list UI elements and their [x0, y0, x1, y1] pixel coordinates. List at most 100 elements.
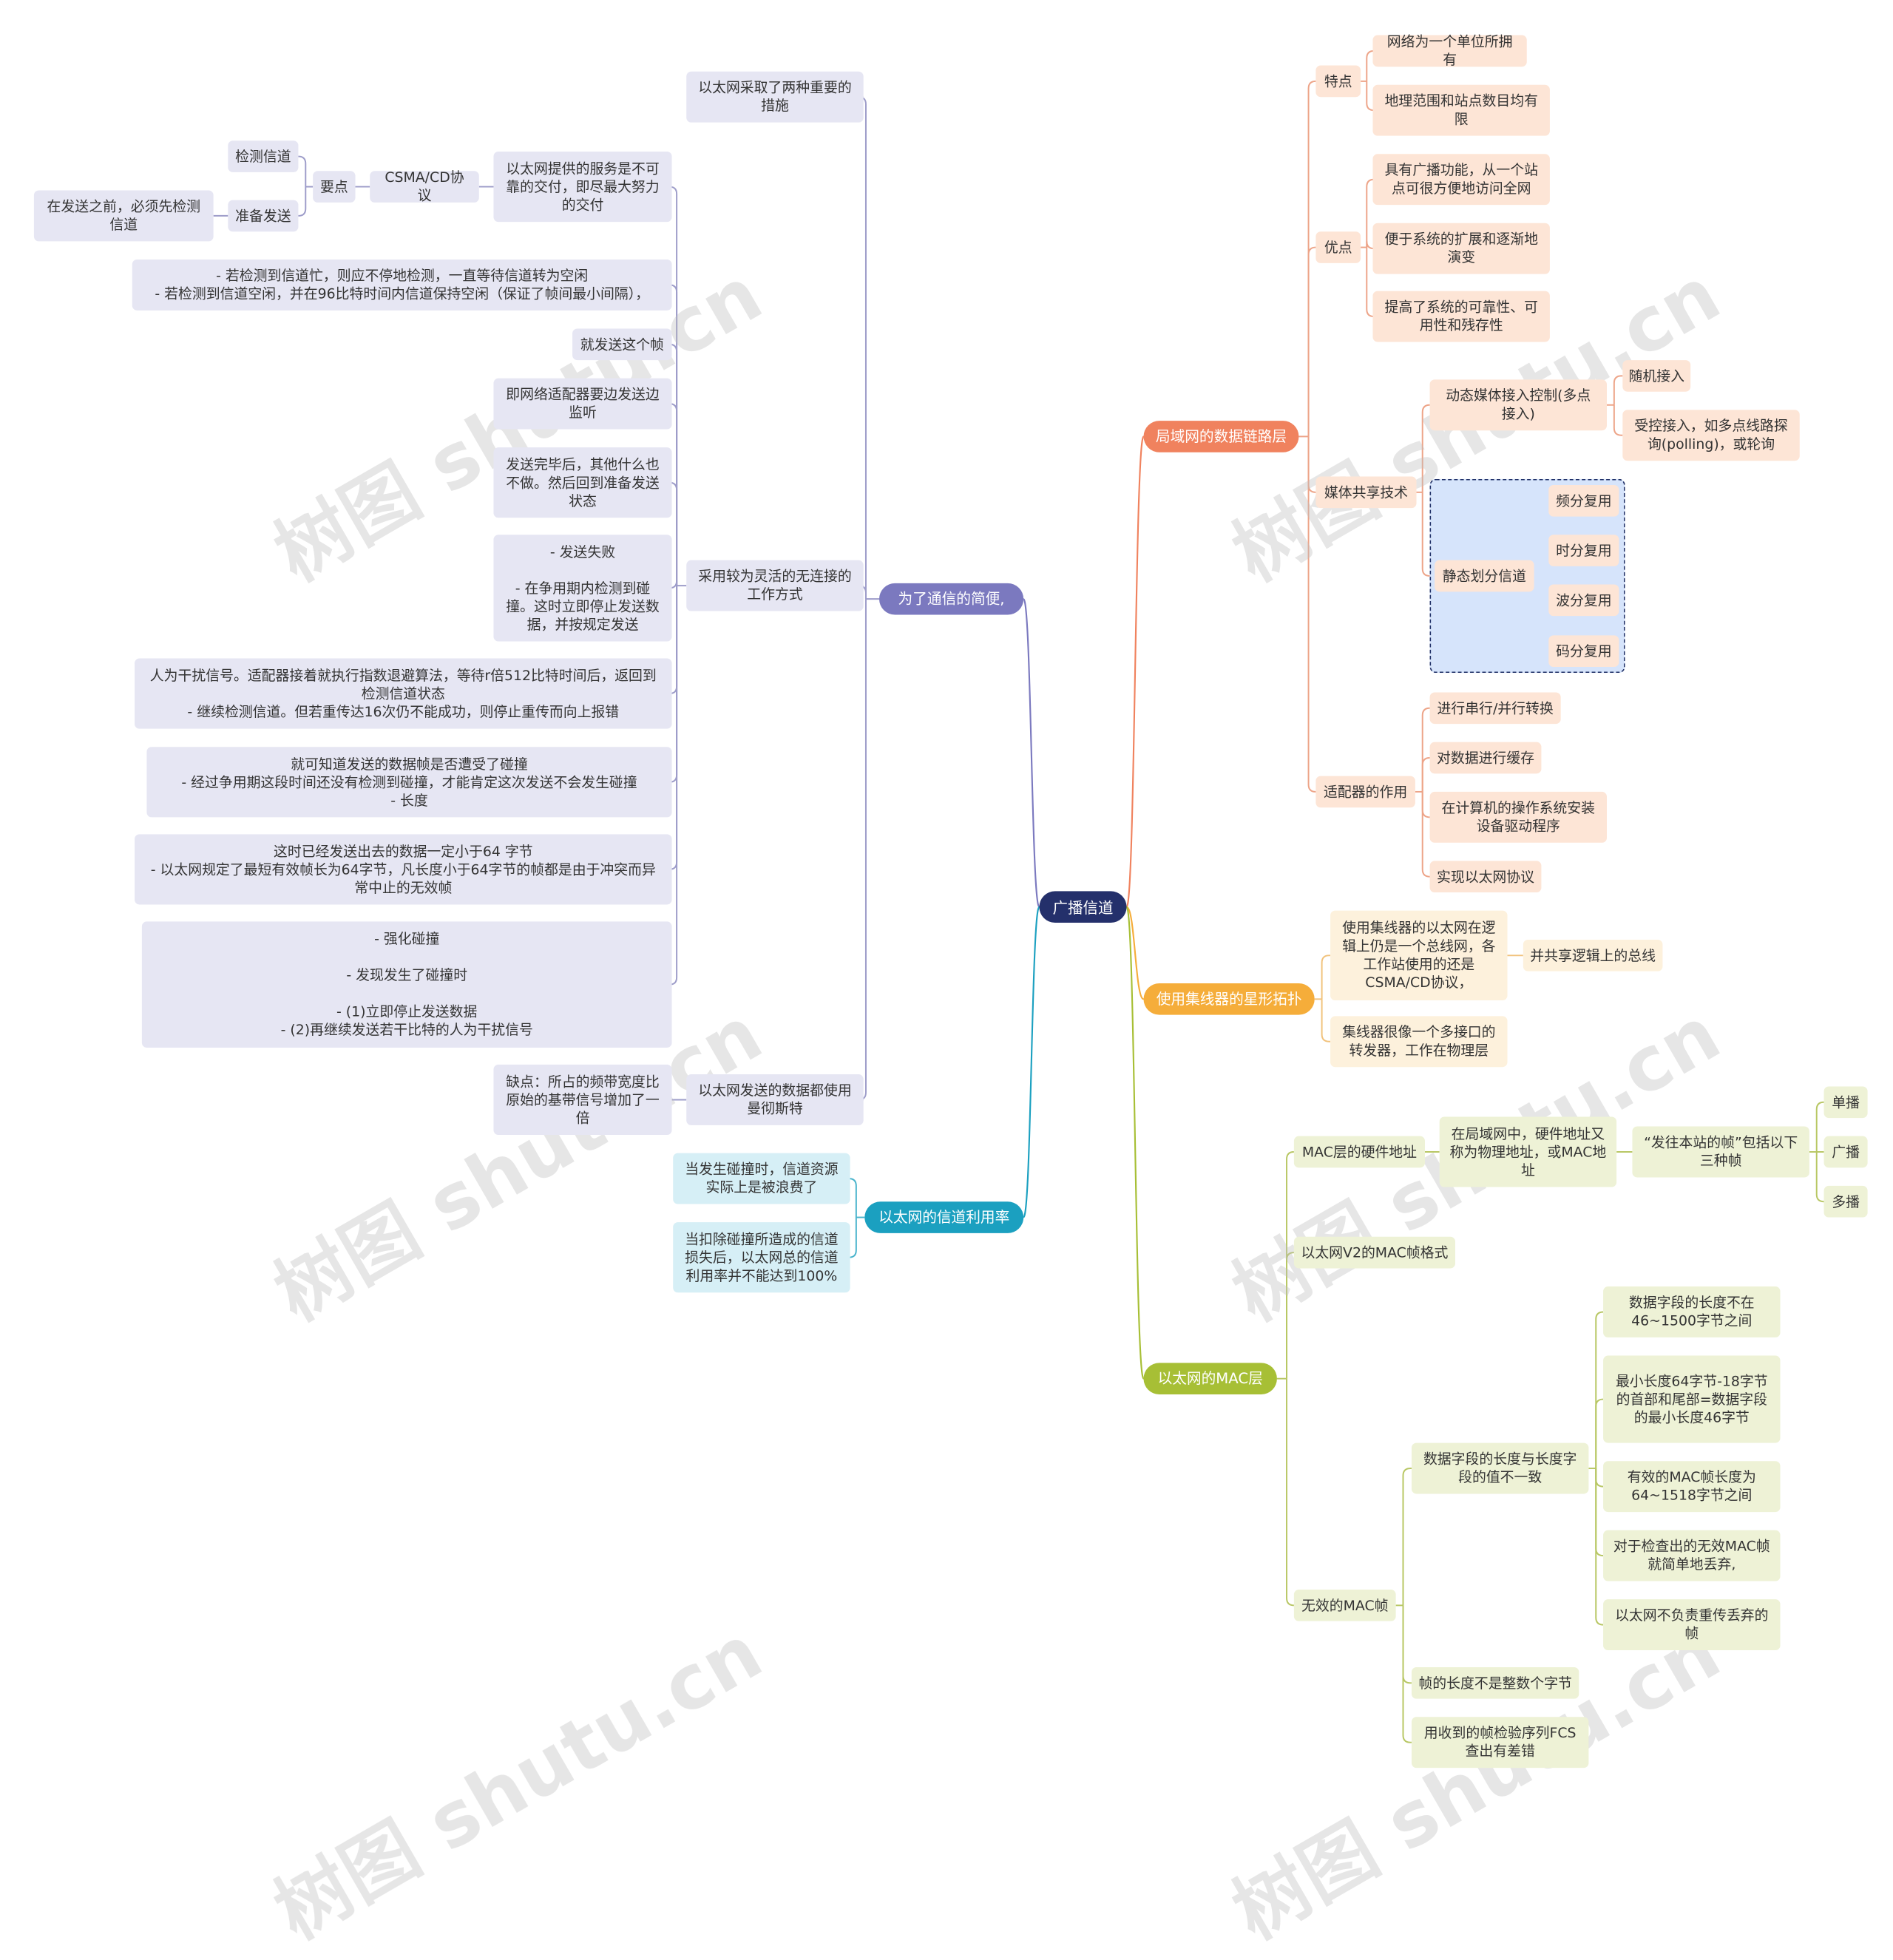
node-adapter-buffer[interactable]: 对数据进行缓存 — [1429, 742, 1542, 774]
connector — [1402, 1605, 1412, 1684]
connector — [1421, 492, 1430, 577]
connector — [859, 96, 867, 600]
node-valid-frame-length[interactable]: 有效的MAC帧长度为64~1518字节之间 — [1603, 1461, 1781, 1513]
connector — [1421, 791, 1430, 878]
connector — [1321, 999, 1331, 1042]
branch-simple-communication[interactable]: 为了通信的简便, — [879, 583, 1024, 615]
node-fcs-error[interactable]: 用收到的帧检验序列FCS查出有差错 — [1411, 1717, 1589, 1769]
connector — [1023, 906, 1040, 1218]
connector — [1421, 757, 1430, 792]
connector — [1815, 1151, 1824, 1203]
node-advantages[interactable]: 优点 — [1315, 231, 1361, 263]
node-tdm[interactable]: 时分复用 — [1548, 535, 1619, 566]
node-media-sharing[interactable]: 媒体共享技术 — [1315, 476, 1417, 509]
node-manchester[interactable]: 以太网发送的数据都使用曼彻斯特 — [686, 1074, 864, 1125]
node-detect-before-send[interactable]: 在发送之前，必须先检测信道 — [33, 190, 214, 242]
connector — [1595, 1468, 1604, 1488]
node-adapter-role[interactable]: 适配器的作用 — [1315, 776, 1415, 808]
node-hub-multiport[interactable]: 集线器很像一个多接口的转发器，工作在物理层 — [1330, 1016, 1508, 1068]
connector — [1286, 1378, 1294, 1607]
node-connectionless[interactable]: 采用较为灵活的无连接的工作方式 — [686, 560, 864, 611]
node-unicast[interactable]: 单播 — [1823, 1086, 1868, 1119]
connector — [1125, 906, 1145, 1380]
node-adapter-serial[interactable]: 进行串行/并行转换 — [1429, 692, 1561, 725]
connector — [1613, 404, 1623, 436]
connector — [1402, 1605, 1412, 1743]
connector — [1613, 375, 1623, 405]
connector — [859, 599, 867, 1101]
node-no-retransmit[interactable]: 以太网不负责重传丢弃的帧 — [1603, 1599, 1781, 1651]
node-shared-bus[interactable]: 并共享逻辑上的总线 — [1523, 940, 1663, 971]
node-physical-address[interactable]: 在局域网中，硬件地址又称为物理地址，或MAC地址 — [1439, 1116, 1617, 1187]
node-adv-reliability[interactable]: 提高了系统的可靠性、可用性和残存性 — [1372, 291, 1550, 342]
node-controlled-access[interactable]: 受控接入，如多点线路探询(polling)，或轮询 — [1622, 410, 1800, 461]
node-send-frame[interactable]: 就发送这个帧 — [572, 328, 672, 361]
node-static-channel[interactable]: 静态划分信道 — [1435, 560, 1534, 592]
node-dynamic-access[interactable]: 动态媒体接入控制(多点接入) — [1429, 379, 1607, 431]
branch-channel-utilization[interactable]: 以太网的信道利用率 — [864, 1201, 1024, 1233]
connector — [1595, 1398, 1604, 1469]
node-multicast[interactable]: 多播 — [1823, 1185, 1868, 1218]
node-adv-broadcast[interactable]: 具有广播功能，从一个站点可很方便地访问全网 — [1372, 154, 1550, 206]
node-resource-wasted[interactable]: 当发生碰撞时，信道资源实际上是被浪费了 — [673, 1153, 850, 1204]
node-detect-channel[interactable]: 检测信道 — [228, 140, 299, 172]
connector — [298, 155, 307, 187]
connector — [1307, 80, 1316, 437]
node-adapter-protocol[interactable]: 实现以太网协议 — [1429, 861, 1542, 893]
connector — [1125, 906, 1145, 1000]
node-after-send[interactable]: 发送完毕后，其他什么也不做。然后回到准备发送状态 — [493, 447, 672, 518]
connector — [1402, 1468, 1412, 1606]
node-fdm[interactable]: 频分复用 — [1548, 485, 1619, 517]
connector — [1595, 1468, 1604, 1626]
node-csma-cd[interactable]: CSMA/CD协议 — [370, 169, 479, 204]
node-jam-backoff[interactable]: 人为干扰信号。适配器接着就执行指数退避算法，等待r倍512比特时间后，返回到检测… — [135, 658, 672, 729]
node-hub-logical-bus[interactable]: 使用集线器的以太网在逻辑上仍是一个总线网，各工作站使用的还是CSMA/CD协议， — [1330, 910, 1508, 1000]
connector — [298, 186, 307, 217]
node-min-frame-length[interactable]: 这时已经发送出去的数据一定小于64 字节 - 以太网规定了最短有效帧长为64字节… — [135, 834, 672, 905]
node-contention-period[interactable]: 就可知道发送的数据帧是否遭受了碰撞 - 经过争用期这段时间还没有检测到碰撞，才能… — [146, 747, 672, 818]
node-feature-owned[interactable]: 网络为一个单位所拥有 — [1372, 33, 1527, 68]
node-random-access[interactable]: 随机接入 — [1622, 360, 1691, 392]
branch-lan-data-link[interactable]: 局域网的数据链路层 — [1143, 421, 1299, 452]
node-broadcast[interactable]: 广播 — [1823, 1136, 1868, 1168]
connector — [1595, 1311, 1604, 1469]
node-invalid-mac-frame[interactable]: 无效的MAC帧 — [1293, 1590, 1396, 1621]
node-v2-frame-format[interactable]: 以太网V2的MAC帧格式 — [1293, 1236, 1455, 1269]
node-features[interactable]: 特点 — [1315, 65, 1361, 98]
node-bandwidth-drawback[interactable]: 缺点：所占的频带宽度比原始的基带信号增加了一倍 — [493, 1064, 672, 1136]
node-cdm[interactable]: 码分复用 — [1548, 635, 1619, 667]
branch-ethernet-mac[interactable]: 以太网的MAC层 — [1143, 1363, 1277, 1394]
root-node[interactable]: 广播信道 — [1039, 891, 1127, 923]
connector — [1421, 791, 1430, 818]
connector — [1421, 404, 1430, 492]
node-hardware-address[interactable]: MAC层的硬件地址 — [1293, 1136, 1425, 1168]
node-listen-while-sending[interactable]: 即网络适配器要边发送边监听 — [493, 378, 672, 430]
node-wdm[interactable]: 波分复用 — [1548, 584, 1619, 617]
node-reinforce-collision[interactable]: - 强化碰撞 - 发现发生了碰撞时 - (1)立即停止发送数据 - (2)再继续… — [141, 921, 672, 1048]
connector — [1307, 436, 1316, 793]
node-adapter-driver[interactable]: 在计算机的操作系统安装设备驱动程序 — [1429, 791, 1607, 843]
node-send-fail[interactable]: - 发送失败 - 在争用期内检测到碰撞。这时立即停止发送数据，并按规定发送 — [493, 535, 672, 642]
connector — [1815, 1101, 1824, 1152]
node-best-effort-service[interactable]: 以太网提供的服务是不可靠的交付，即尽最大努力的交付 — [493, 152, 672, 223]
node-adv-expand[interactable]: 便于系统的扩展和逐渐地演变 — [1372, 223, 1550, 274]
node-prepare-send[interactable]: 准备发送 — [228, 200, 299, 232]
connector — [1125, 435, 1145, 908]
node-key-points[interactable]: 要点 — [313, 171, 356, 203]
node-three-frame-types[interactable]: “发往本站的帧”包括以下三种帧 — [1632, 1126, 1809, 1178]
node-length-mismatch[interactable]: 数据字段的长度与长度字段的值不一致 — [1411, 1442, 1589, 1494]
connector — [1307, 246, 1316, 437]
node-discard-invalid[interactable]: 对于检查出的无效MAC帧就简单地丢弃, — [1603, 1530, 1781, 1581]
connector — [1023, 598, 1040, 908]
node-not-integer-bytes[interactable]: 帧的长度不是整数个字节 — [1411, 1667, 1579, 1699]
node-busy-idle[interactable]: - 若检测到信道忙，则应不停地检测，一直等待信道转为空闲 - 若检测到信道空闲，… — [132, 259, 672, 311]
branch-hub-star-topology[interactable]: 使用集线器的星形拓扑 — [1143, 983, 1315, 1015]
connector — [1421, 707, 1430, 792]
node-two-measures[interactable]: 以太网采取了两种重要的措施 — [686, 71, 864, 123]
mindmap-canvas: 树图 shutu.cn 树图 shutu.cn 树图 shutu.cn 树图 s… — [33, 33, 1868, 1956]
node-min-data-length[interactable]: 最小长度64字节-18字节的首部和尾部=数据字段的最小长度46字节 — [1603, 1355, 1781, 1443]
node-data-length-range[interactable]: 数据字段的长度不在46~1500字节之间 — [1603, 1286, 1781, 1337]
connector — [1321, 954, 1331, 1000]
node-utilization-not-100[interactable]: 当扣除碰撞所造成的信道损失后，以太网总的信道利用率并不能达到100% — [673, 1222, 850, 1293]
node-feature-limited[interactable]: 地理范围和站点数目均有限 — [1372, 84, 1550, 136]
